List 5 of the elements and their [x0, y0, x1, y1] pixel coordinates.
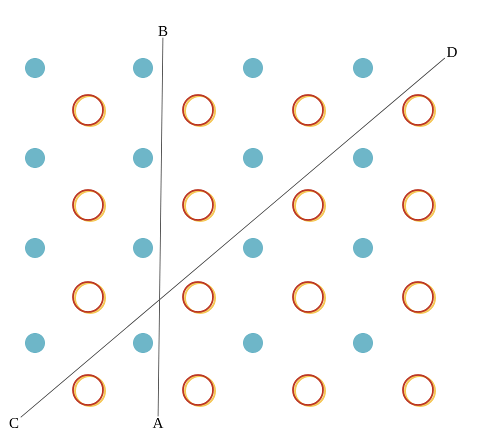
point-label: A	[152, 418, 164, 428]
point-label: B	[158, 26, 168, 36]
line	[158, 37, 164, 417]
point-label: C	[10, 418, 18, 428]
point-label: D	[447, 47, 457, 57]
